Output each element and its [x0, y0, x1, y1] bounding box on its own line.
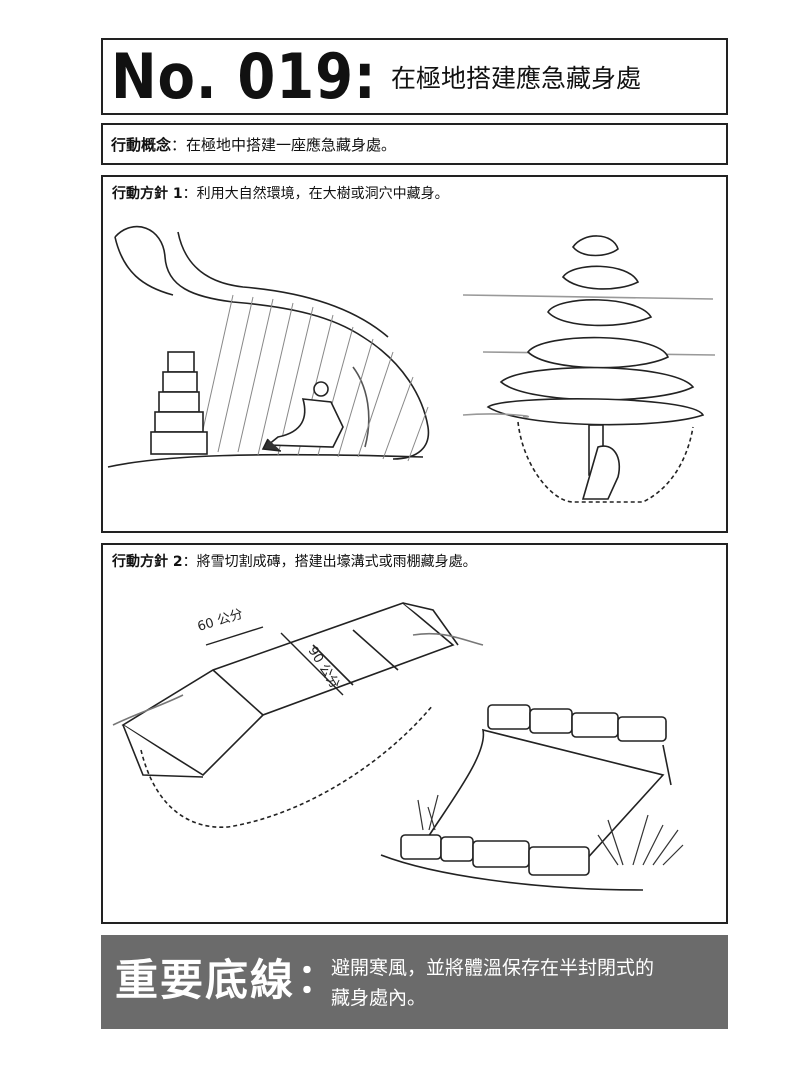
concept-box: 行動概念：在極地中搭建一座應急藏身處。 — [101, 123, 728, 165]
snowy-tree-illustration — [462, 235, 716, 503]
trench-shelter-illustration — [112, 602, 484, 828]
policy-2-label: 行動方針 2 — [112, 554, 183, 570]
cave-and-tree-illustration — [107, 225, 716, 503]
policy-1-text: 利用大自然環境，在大樹或洞穴中藏身。 — [196, 186, 449, 202]
policy-1-label: 行動方針 1 — [112, 186, 183, 202]
policy-1-separator: ： — [182, 186, 197, 202]
policy-2-panel: 行動方針 2：將雪切割成磚，搭建出壕溝式或雨棚藏身處。 60 公分 90 公分 — [101, 543, 728, 924]
policy-2-line: 行動方針 2：將雪切割成磚，搭建出壕溝式或雨棚藏身處。 — [112, 553, 477, 571]
policy-1-line: 行動方針 1：利用大自然環境，在大樹或洞穴中藏身。 — [112, 185, 449, 203]
policy-1-panel: 行動方針 1：利用大自然環境，在大樹或洞穴中藏身。 — [101, 175, 728, 533]
snow-block-shelters-illustration: 60 公分 90 公分 — [112, 602, 684, 891]
concept-label: 行動概念 — [111, 136, 172, 154]
bottom-line-colon: ： — [297, 956, 337, 1002]
snow-cave-illustration — [107, 225, 430, 468]
title-box: No. 019: 在極地搭建應急藏身處 — [101, 38, 728, 115]
lean-to-shelter-illustration — [380, 704, 684, 891]
bottom-line-text-1: 避開寒風，並將體溫保存在半封閉式的 — [331, 957, 655, 979]
bottom-line-text: 避開寒風，並將體溫保存在半封閉式的 藏身處內。 — [331, 953, 721, 1013]
concept-line: 行動概念：在極地中搭建一座應急藏身處。 — [111, 135, 396, 155]
concept-text: 在極地中搭建一座應急藏身處。 — [186, 136, 397, 154]
page-title: 在極地搭建應急藏身處 — [391, 64, 642, 93]
bottom-line-text-2: 藏身處內。 — [331, 987, 427, 1009]
policy-2-text: 將雪切割成磚，搭建出壕溝式或雨棚藏身處。 — [196, 554, 477, 570]
policy-2-separator: ： — [182, 554, 197, 570]
entry-number: No. 019: — [111, 40, 377, 113]
bottom-line-label: 重要底線 — [115, 956, 295, 1006]
bottom-line-bar: 重要底線 ： 避開寒風，並將體溫保存在半封閉式的 藏身處內。 — [101, 935, 728, 1029]
dimension-width-label: 60 公分 — [196, 607, 245, 635]
concept-separator: ： — [171, 136, 187, 154]
